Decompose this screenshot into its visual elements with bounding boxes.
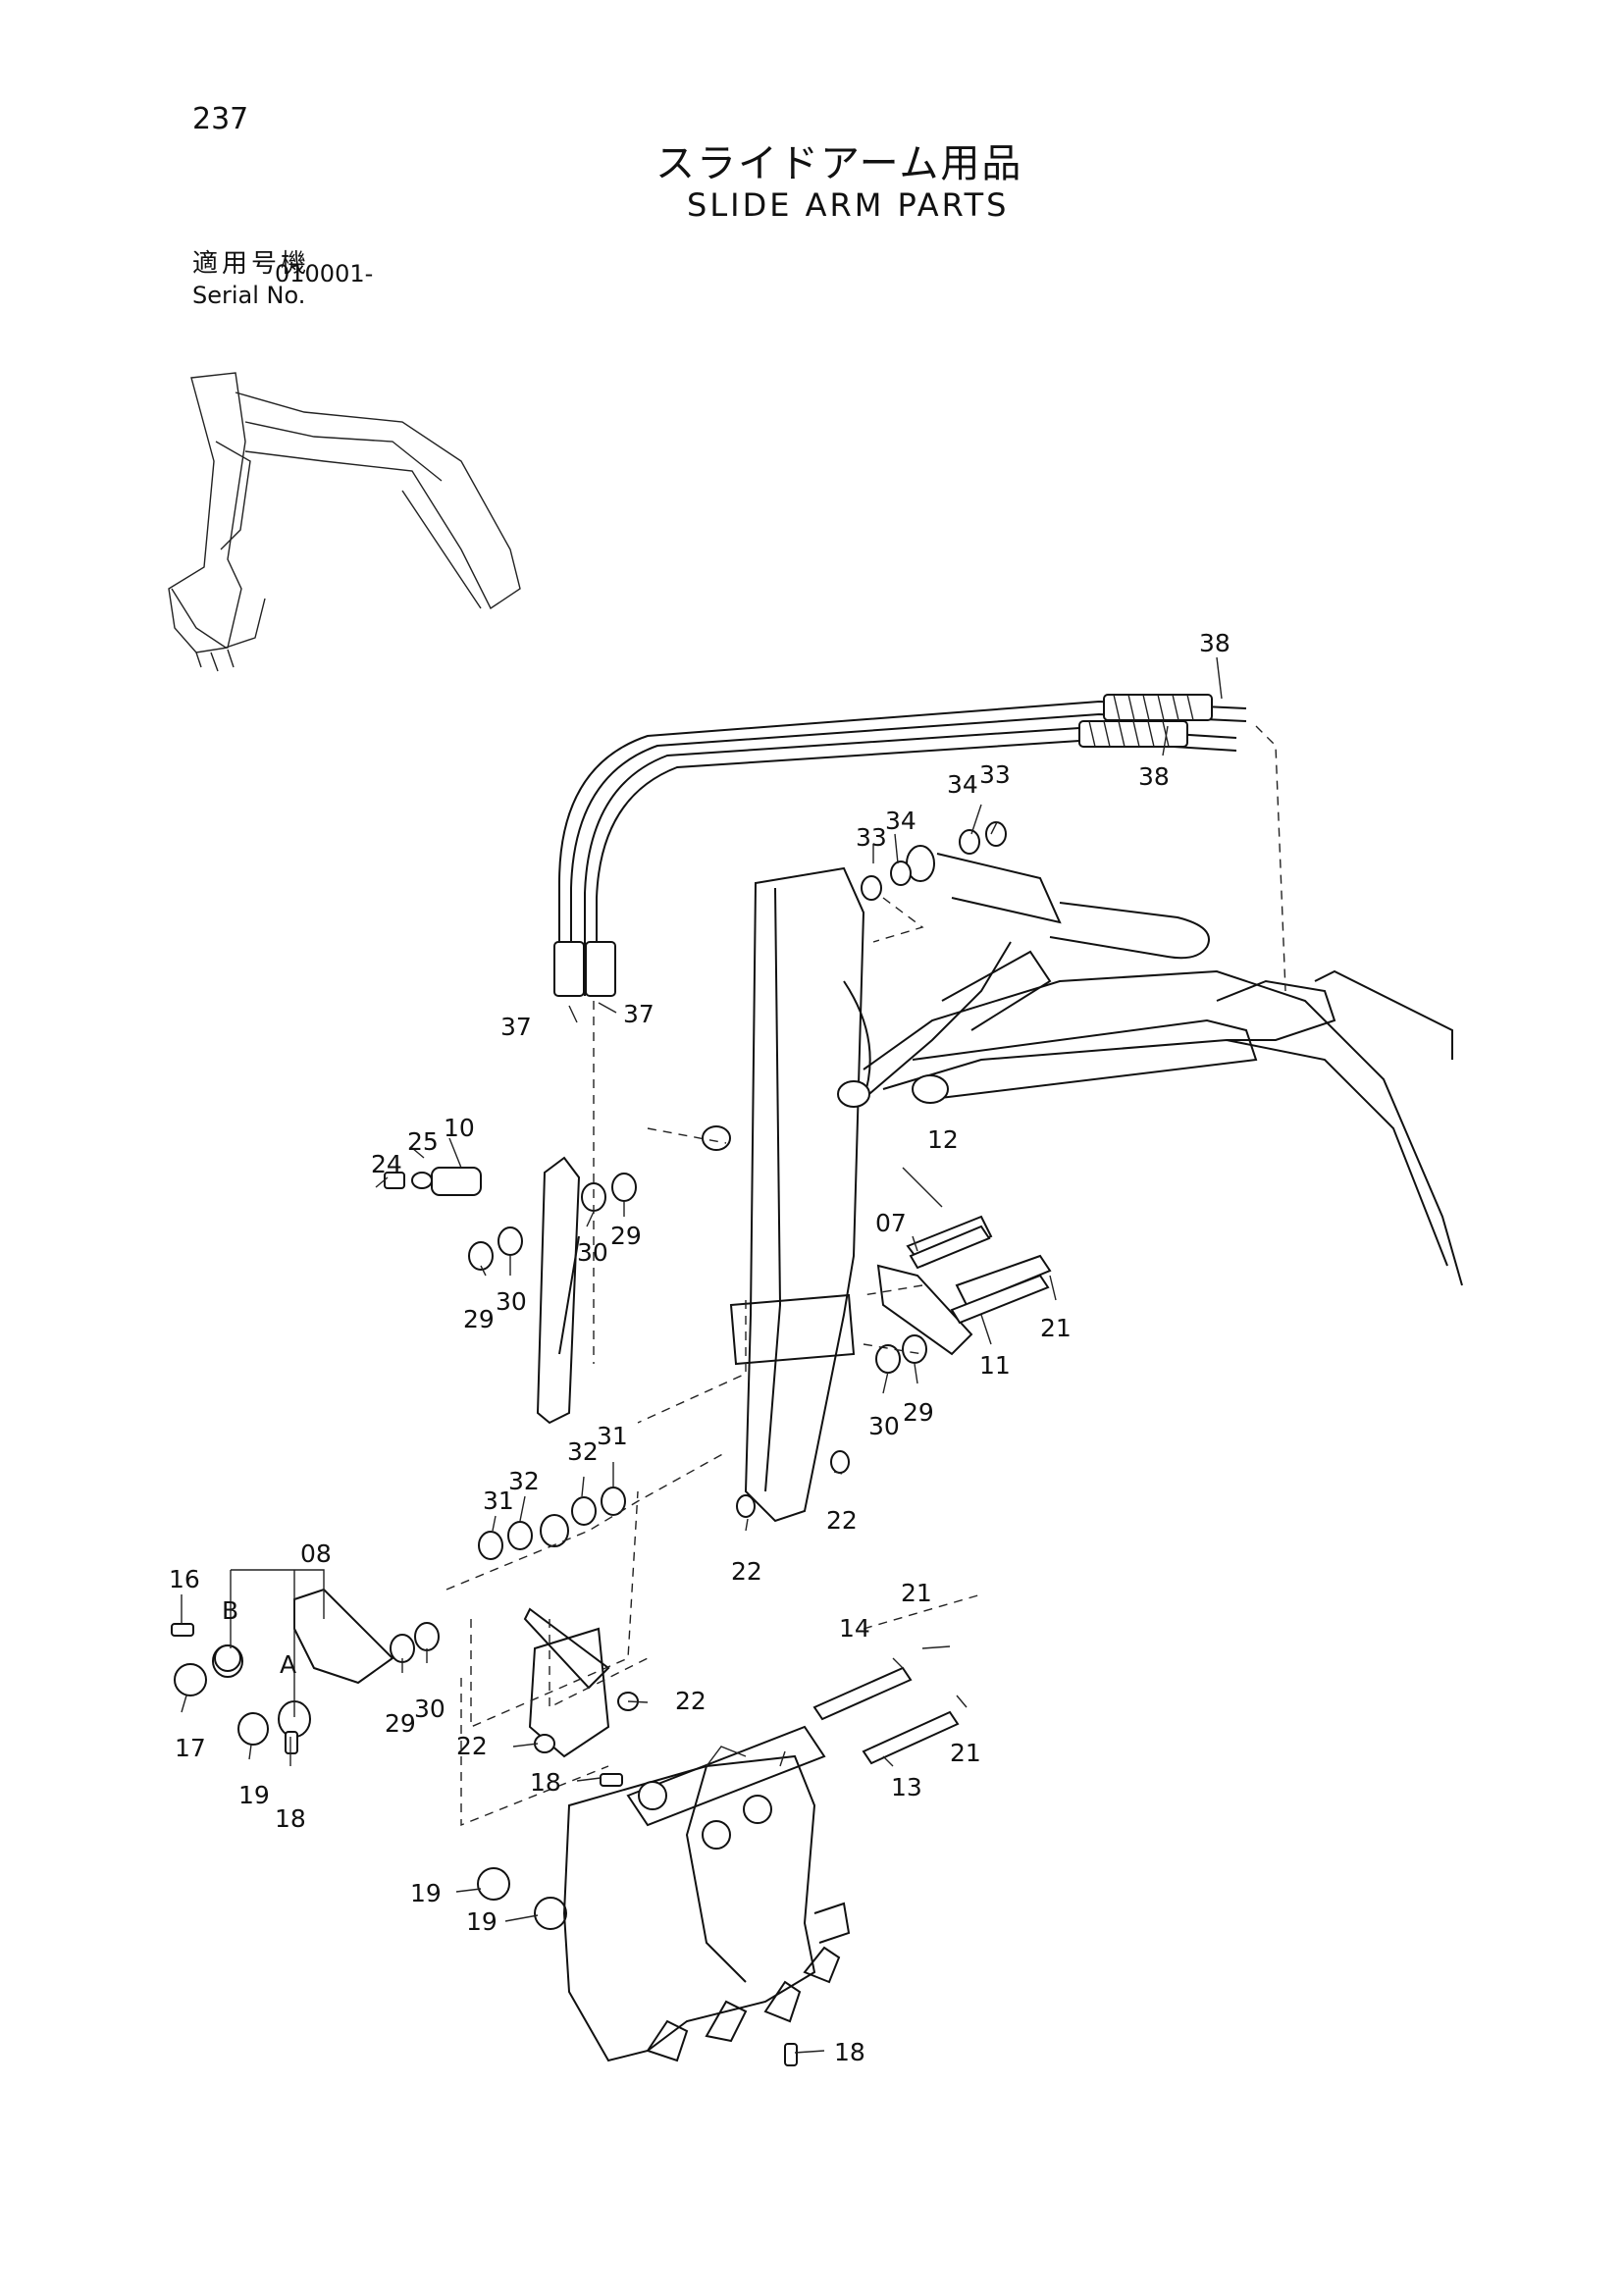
callout-33-upper: 33: [979, 760, 1011, 789]
callout-38-top: 38: [1199, 629, 1230, 657]
callout-29-left: 29: [463, 1305, 495, 1333]
callout-31-right: 31: [597, 1422, 628, 1450]
callout-32-left: 32: [508, 1467, 540, 1495]
callout-22-link: 22: [675, 1687, 707, 1715]
callout-25: 25: [407, 1127, 439, 1156]
callout-30-left: 30: [496, 1287, 527, 1316]
callout-29-bottom: 29: [385, 1709, 416, 1738]
callout-21-right: 21: [1040, 1314, 1072, 1342]
callout-08: 08: [300, 1539, 332, 1568]
title-english: SLIDE ARM PARTS: [687, 186, 1010, 224]
callout-30-bottom: 30: [414, 1695, 445, 1723]
bucket: [562, 1746, 851, 2062]
callout-37-left: 37: [500, 1013, 532, 1041]
callout-13: 13: [891, 1773, 922, 1801]
callout-18-bottom: 18: [834, 2038, 865, 2066]
callout-21-lower: 21: [950, 1739, 981, 1767]
callout-18-left: 18: [275, 1804, 306, 1833]
cylinder-assembly: [861, 821, 1210, 960]
callout-labels: 38 38 34 33 34 33 37 37 24 25 10 29 30 3…: [169, 629, 1230, 2066]
leader-lines: [181, 656, 1223, 2054]
serial-number-value: 010001-: [275, 260, 374, 287]
bucket-link-parts: [293, 1156, 1052, 1827]
callout-16: 16: [169, 1565, 200, 1593]
callout-12: 12: [927, 1125, 959, 1154]
callout-33-lower: 33: [856, 823, 887, 852]
callout-22-right: 22: [826, 1506, 858, 1535]
callout-19-upper: 19: [410, 1879, 442, 1907]
callout-37-right: 37: [623, 1000, 654, 1028]
callout-21-upper: 21: [901, 1579, 932, 1607]
callout-11: 11: [979, 1351, 1011, 1380]
machine-overview-thumbnail: [168, 372, 521, 672]
callout-18-mid: 18: [530, 1768, 561, 1797]
callout-07: 07: [875, 1209, 907, 1237]
callout-17: 17: [175, 1734, 206, 1762]
callout-34-upper: 34: [947, 770, 978, 799]
page-number: 237: [192, 102, 249, 136]
callout-30-right: 30: [868, 1412, 900, 1440]
callout-14: 14: [839, 1614, 870, 1643]
callout-31-left: 31: [483, 1487, 514, 1515]
pins: [171, 1225, 1050, 2066]
callout-19-left: 19: [238, 1781, 270, 1809]
callout-30-mid: 30: [577, 1238, 608, 1267]
callout-B: B: [222, 1596, 238, 1625]
callout-22-left: 22: [731, 1557, 762, 1586]
callout-24: 24: [371, 1150, 402, 1178]
callout-19-lower: 19: [466, 1907, 497, 1936]
callout-10: 10: [444, 1114, 475, 1142]
callout-32-right: 32: [567, 1437, 599, 1466]
serial-label-japanese: 適用号機: [192, 249, 311, 279]
assembly-guide-lines: [445, 725, 1286, 1827]
title-japanese: スライドアーム用品: [655, 141, 1023, 186]
callout-29-mid: 29: [610, 1222, 642, 1250]
callout-34-lower: 34: [885, 807, 916, 835]
callout-22-lower: 22: [456, 1732, 488, 1760]
serial-label-english: Serial No.: [192, 282, 306, 309]
hydraulic-hoses: [553, 694, 1247, 997]
callout-38-bottom: 38: [1138, 762, 1170, 791]
slide-arm-structure: [702, 866, 1463, 1523]
washers-and-rings: [174, 1173, 927, 1930]
callout-A: A: [280, 1650, 296, 1679]
callout-29-right: 29: [903, 1398, 934, 1427]
